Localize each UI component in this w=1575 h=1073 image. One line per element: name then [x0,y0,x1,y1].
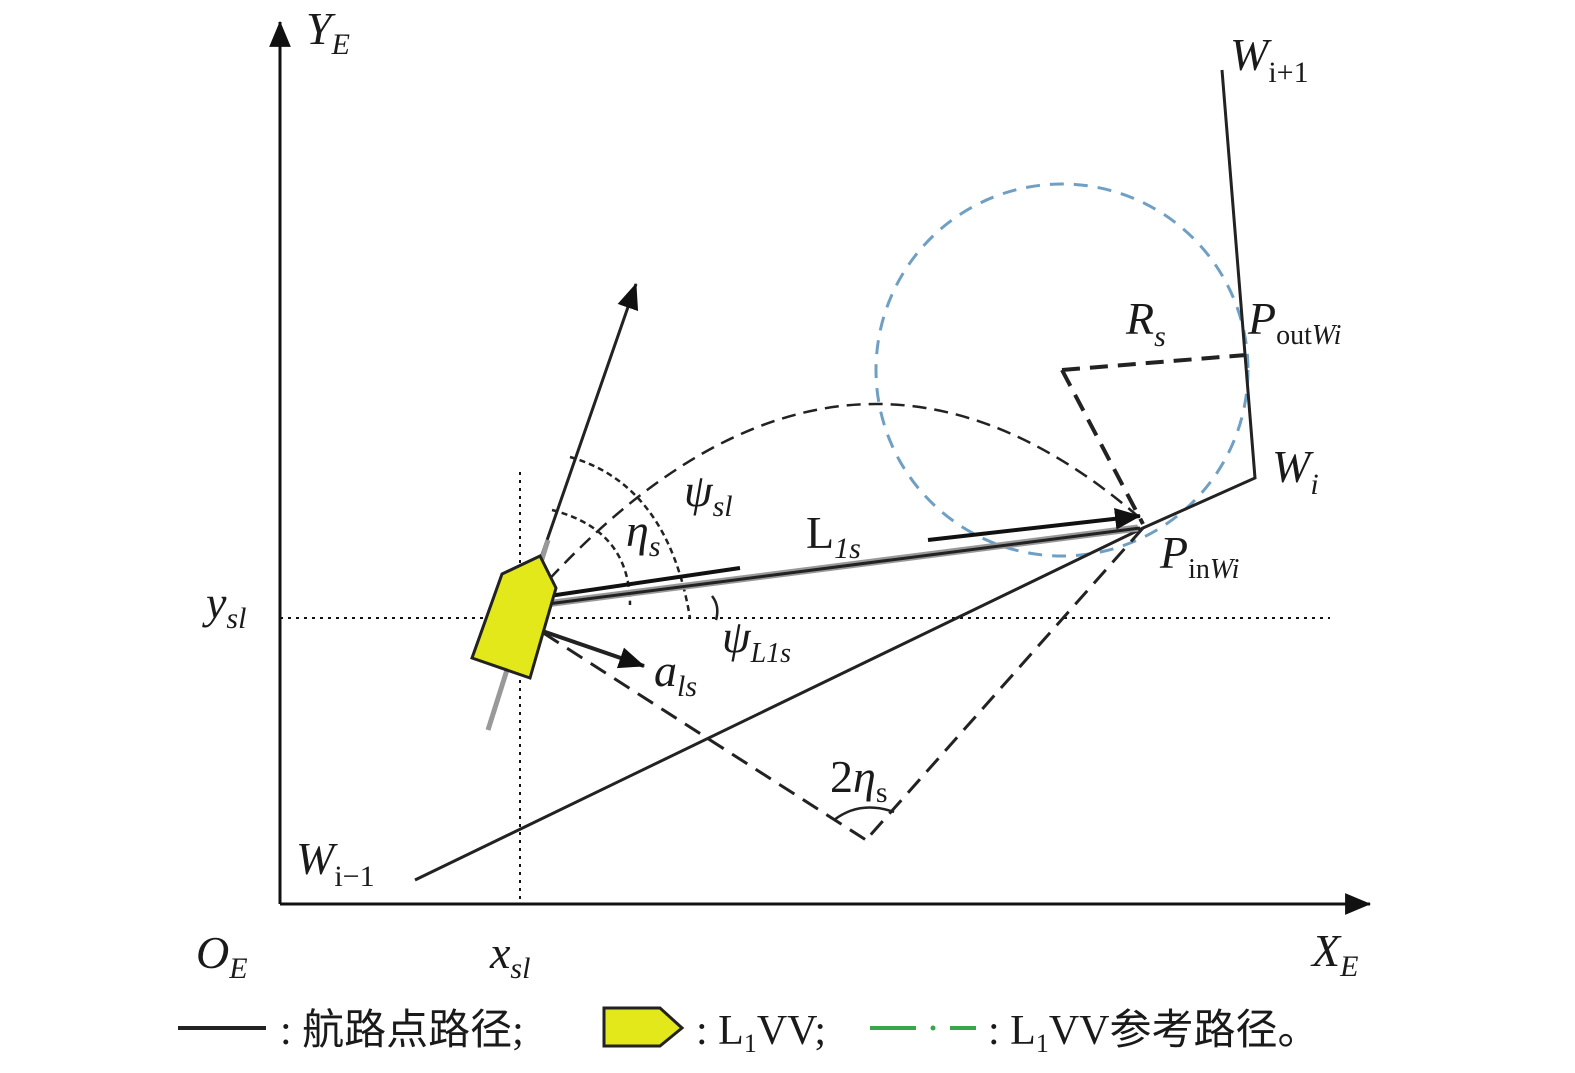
legend-item-3: : L1VV参考路径。 [988,1007,1320,1058]
radius-label: Rs [1125,293,1166,353]
origin-label: OE [196,927,248,985]
waypoint-path [414,69,1257,882]
legend-vehicle-icon [602,1006,685,1048]
xsl-label: xsl [489,927,530,985]
l1-direction-arrow [927,508,1142,542]
w-i-label: Wi [1272,441,1319,501]
legend-dashdot-dot [930,1025,936,1031]
y-axis-label: YE [306,3,350,61]
a-ls-label: als [654,645,697,703]
legend-item-1: : 航路点路径; [280,1007,524,1054]
psi-sl-label: ψsl [684,465,733,523]
w-prev-label: Wi−1 [296,833,375,893]
dashed-vehicle-to-vertex [519,616,867,842]
radius-line-out [1061,353,1247,372]
p-out-label: PoutWi [1247,293,1341,351]
legend: : 航路点路径; : L1VV; : L1VV参考路径。 [178,1006,1320,1058]
two-eta-label: 2ηs [830,751,888,809]
legend-item-2: : L1VV; [696,1008,826,1058]
reference-arc [519,402,1141,613]
dashed-pin-to-vertex [864,527,1145,841]
p-in-label: PinWi [1159,527,1239,585]
ysl-label: ysl [202,577,246,635]
x-axis-label: XE [1310,925,1358,983]
return-arrow [520,566,741,608]
psi-l1s-label: ψL1s [722,611,791,669]
psi-l1s-arc [710,595,719,621]
l1-vector [531,526,1141,608]
eta-s-label: ηs [626,505,661,563]
vehicle-body [470,554,558,680]
radius-line-in [1060,369,1145,525]
w-next-label: Wi+1 [1230,29,1309,89]
two-eta-arc [833,806,895,821]
l1s-label: L1s [806,507,861,565]
acceptance-circle [874,182,1250,558]
